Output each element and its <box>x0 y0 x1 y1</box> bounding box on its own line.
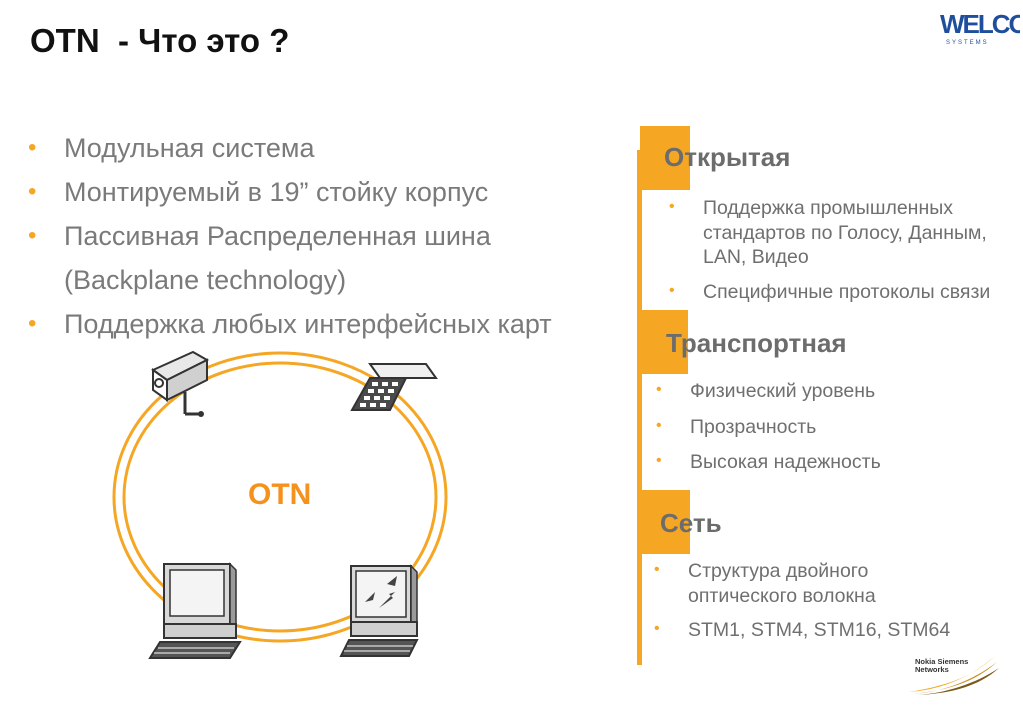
list-item-text: Структура двойного оптического волокна <box>688 560 876 607</box>
welcom-logo-text: WELCOM <box>940 9 1020 39</box>
main-bullet-list: • Модульная система • Монтируемый в 19” … <box>28 126 638 346</box>
bullet-text: Монтируемый в 19” стойку корпус <box>64 177 489 207</box>
welcom-logo-sub: SYSTEMS <box>946 40 989 46</box>
list-item-text: Высокая надежность <box>690 451 881 473</box>
bullet-text: Поддержка любых интерфейсных карт <box>64 309 552 339</box>
bullet-dot-icon: • <box>654 620 660 637</box>
welcom-logo: WELCOM SYSTEMS <box>940 9 1020 46</box>
bullet-item-1: • Модульная система <box>28 126 638 170</box>
bullet-text: Пассивная Распределенная шина <box>64 221 491 251</box>
bullet-text: Модульная система <box>64 133 315 163</box>
list-item-text: Поддержка промышленных стандартов по Гол… <box>703 197 987 268</box>
section-heading-network: Сеть <box>660 508 722 538</box>
section-divider-bar <box>637 150 642 665</box>
list-item: • Высокая надежность <box>652 450 1012 475</box>
bullet-item-3: • Пассивная Распределенная шина <box>28 214 638 258</box>
nsn-logo-text: Nokia Siemens Networks <box>915 658 985 674</box>
nsn-logo-line2: Networks <box>915 665 949 674</box>
bullet-dot-icon: • <box>28 134 37 161</box>
list-item-text: Прозрачность <box>690 415 817 438</box>
section-tab-transport <box>640 310 688 374</box>
list-item: • Прозрачность <box>652 415 1012 440</box>
ring-otn-label: OTN <box>248 478 312 511</box>
section-list-network: • Структура двойного оптического волокна… <box>650 559 980 653</box>
list-item-text: STM1, STM4, STM16, STM64 <box>688 619 951 641</box>
keypad-terminal-icon <box>350 363 438 411</box>
list-item: • Физический уровень <box>652 379 1012 404</box>
network-workstation-icon <box>339 564 419 657</box>
computer-workstation-icon <box>148 562 242 659</box>
bullet-dot-icon: • <box>656 381 662 398</box>
section-list-transport: • Физический уровень • Прозрачность • Вы… <box>652 379 1012 485</box>
list-item-text: Физический уровень <box>690 380 876 402</box>
bullet-item-3-continuation: (Backplane technology) <box>64 265 347 295</box>
bullet-dot-icon: • <box>656 452 662 469</box>
bullet-dot-icon: • <box>669 281 675 299</box>
slide-title: OTN - Что это ? <box>30 22 290 59</box>
section-list-open: • Поддержка промышленных стандартов по Г… <box>665 196 1017 314</box>
bullet-item-4: • Поддержка любых интерфейсных карт <box>28 302 638 346</box>
bullet-dot-icon: • <box>28 178 37 205</box>
bullet-dot-icon: • <box>28 310 37 337</box>
list-item: • Поддержка промышленных стандартов по Г… <box>665 196 1017 270</box>
otn-ring-diagram <box>112 350 448 659</box>
section-tab-open <box>640 126 690 190</box>
bullet-item-2: • Монтируемый в 19” стойку корпус <box>28 170 638 214</box>
section-heading-open: Открытая <box>664 142 791 172</box>
section-tab-network <box>640 490 690 554</box>
list-item: • Структура двойного оптического волокна <box>650 559 980 608</box>
nsn-logo-line1: Nokia Siemens <box>915 657 969 666</box>
bullet-dot-icon: • <box>656 416 662 434</box>
list-item: • Специфичные протоколы связи <box>665 280 1017 305</box>
outer-fiber-ring <box>112 351 448 643</box>
bullet-dot-icon: • <box>28 222 37 249</box>
section-heading-transport: Транспортная <box>666 328 847 358</box>
list-item-text: Специфичные протоколы связи <box>703 280 991 303</box>
list-item: • STM1, STM4, STM16, STM64 <box>650 618 980 643</box>
bullet-dot-icon: • <box>669 198 675 215</box>
video-camera-icon <box>151 350 210 417</box>
inner-fiber-ring <box>122 361 438 633</box>
bullet-dot-icon: • <box>654 561 660 578</box>
